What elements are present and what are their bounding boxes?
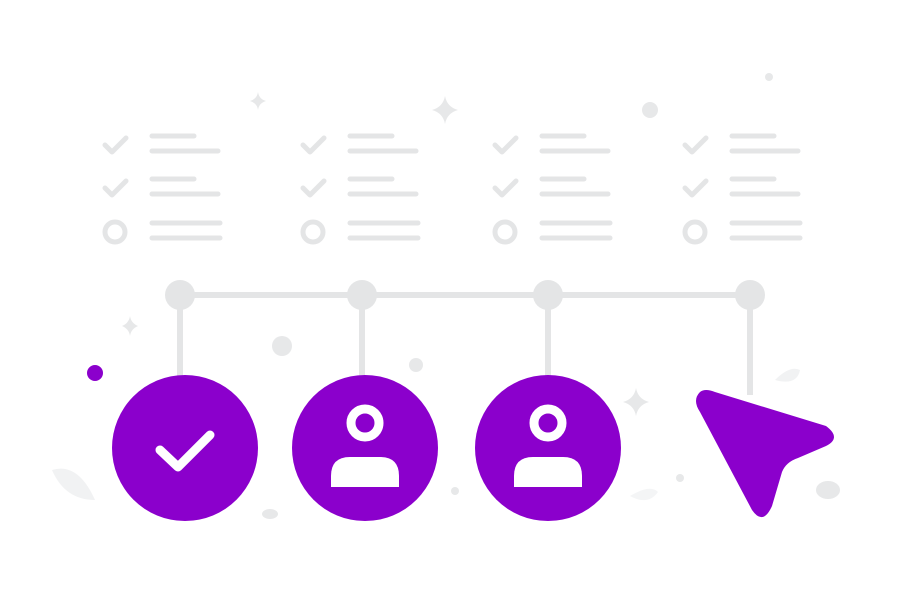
timeline-node — [347, 280, 377, 310]
decor-dot — [451, 487, 459, 495]
decor-dot — [642, 102, 658, 118]
step-circle — [292, 375, 438, 521]
step-circle — [112, 375, 258, 521]
checkmark-icon — [492, 178, 519, 198]
sparkle-icon — [122, 316, 138, 336]
step-circle — [475, 375, 621, 521]
timeline-node — [165, 280, 195, 310]
empty-circle-icon — [682, 219, 708, 245]
step-1 — [112, 375, 258, 521]
decor-dot — [676, 474, 684, 482]
checkmark-icon — [492, 135, 519, 155]
decor-pebble — [262, 509, 278, 519]
empty-circle-icon — [102, 219, 128, 245]
sparkle-icon — [250, 92, 266, 110]
checkmark-icon — [102, 135, 129, 155]
user-icon — [331, 404, 399, 487]
checkmark-icon — [682, 135, 709, 155]
decor-dot — [272, 336, 292, 356]
timeline-node — [533, 280, 563, 310]
checklist-3 — [492, 133, 613, 245]
step-2 — [292, 375, 438, 521]
timeline — [165, 280, 765, 395]
timeline-node — [735, 280, 765, 310]
decor-leaf — [630, 488, 658, 501]
cursor-arrow-icon — [696, 390, 834, 518]
checklists — [102, 133, 803, 245]
checklist-2 — [300, 133, 421, 245]
step-3 — [475, 375, 621, 521]
step-4 — [696, 390, 834, 518]
decor-leaf — [775, 368, 800, 382]
empty-circle-icon — [492, 219, 518, 245]
decorations — [52, 73, 840, 519]
user-icon — [514, 404, 582, 487]
empty-circle-icon — [300, 219, 326, 245]
check-icon — [155, 430, 215, 472]
checkmark-icon — [300, 135, 327, 155]
decor-dot — [409, 358, 423, 372]
checkmark-icon — [682, 178, 709, 198]
sparkle-icon — [432, 96, 458, 124]
checklist-4 — [682, 133, 803, 245]
sparkle-icon — [623, 388, 649, 416]
checkmark-icon — [102, 178, 129, 198]
decor-pebble — [816, 481, 840, 499]
decor-dot — [765, 73, 773, 81]
decor-leaf — [52, 468, 95, 500]
checkmark-icon — [300, 178, 327, 198]
checklist-1 — [102, 133, 223, 245]
decor-dot-accent — [87, 365, 103, 381]
